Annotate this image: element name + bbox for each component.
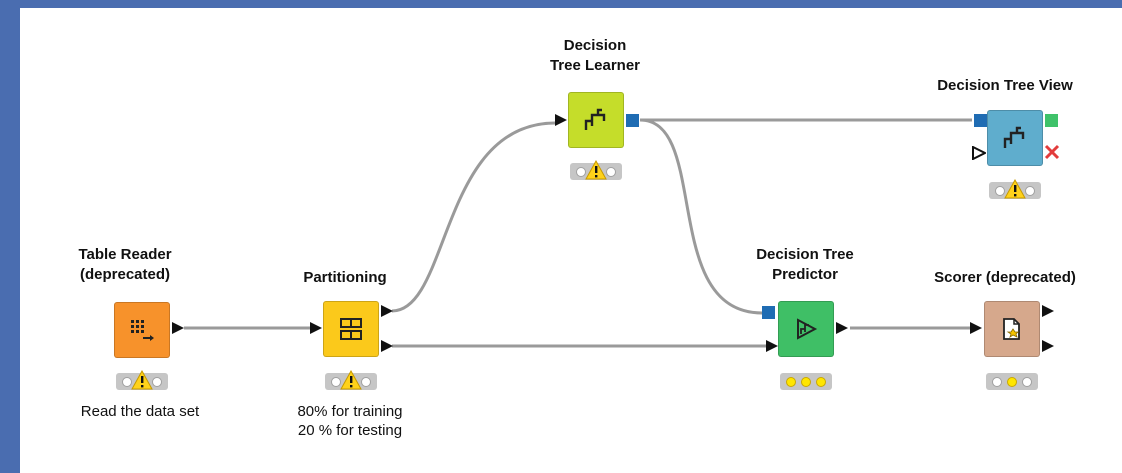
- scorer-input-port[interactable]: [970, 322, 982, 334]
- table-read-icon: [131, 320, 154, 341]
- warning-icon: [1004, 179, 1026, 199]
- partitioning-output-port-2[interactable]: [381, 340, 393, 352]
- table-reader-node[interactable]: [114, 302, 170, 358]
- decision-tree-view-node[interactable]: [987, 110, 1043, 166]
- partitioning-input-port[interactable]: [310, 322, 322, 334]
- wire-learner-predictor: [639, 118, 763, 315]
- status-light: [816, 376, 827, 387]
- status-light: [1022, 376, 1033, 387]
- status-light: [800, 376, 811, 387]
- dt-predictor-data-input-port[interactable]: [766, 340, 778, 352]
- node-note-table-reader: Read the data set: [80, 403, 200, 420]
- decision-tree-learner-node[interactable]: [568, 92, 624, 148]
- partition-icon: [340, 318, 362, 340]
- scorer-status: [986, 373, 1038, 390]
- status-light: [1006, 376, 1017, 387]
- node-note-partitioning: 80% for training 20 % for testing: [297, 403, 403, 439]
- node-title-dt-predictor: Decision Tree Predictor: [756, 246, 854, 283]
- status-light: [361, 376, 372, 387]
- workflow-canvas[interactable]: Table Reader (deprecated) Read the data …: [20, 8, 1122, 473]
- dt-learner-input-port[interactable]: [555, 114, 567, 126]
- status-light: [994, 185, 1005, 196]
- status-light: [606, 166, 617, 177]
- scorer-output-port-2[interactable]: [1042, 340, 1054, 352]
- decision-tree-icon: [584, 108, 606, 130]
- status-light: [991, 376, 1002, 387]
- status-light: [152, 376, 163, 387]
- scorer-output-port-1[interactable]: [1042, 305, 1054, 317]
- dt-view-image-output-port[interactable]: [1045, 114, 1058, 127]
- predictor-icon: [797, 318, 818, 340]
- warning-icon: [131, 370, 153, 390]
- table-reader-output-port[interactable]: [172, 322, 184, 334]
- dt-predictor-output-port[interactable]: [836, 322, 848, 334]
- dt-learner-model-port[interactable]: [626, 114, 639, 127]
- status-light: [121, 376, 132, 387]
- dt-view-data-input-port[interactable]: [972, 146, 986, 160]
- status-light: [785, 376, 796, 387]
- node-title-scorer: Scorer (deprecated): [934, 269, 1076, 286]
- warning-icon: [340, 370, 362, 390]
- decision-tree-icon: [1003, 126, 1025, 148]
- decision-tree-predictor-node[interactable]: [778, 301, 834, 357]
- node-title-dt-learner: Decision Tree Learner: [549, 37, 641, 74]
- status-light: [1025, 185, 1036, 196]
- connection-wires: [184, 118, 972, 348]
- dt-view-model-input-port[interactable]: [974, 114, 987, 127]
- scorer-node[interactable]: [984, 301, 1040, 357]
- status-light: [330, 376, 341, 387]
- node-title-dt-view: Decision Tree View: [937, 77, 1073, 94]
- scorer-icon: [1003, 318, 1020, 340]
- dt-predictor-status: [780, 373, 832, 390]
- node-title-partitioning: Partitioning: [303, 269, 387, 286]
- node-title-table-reader: Table Reader (deprecated): [78, 246, 172, 283]
- warning-icon: [585, 160, 607, 180]
- partitioning-node[interactable]: [323, 301, 379, 357]
- wire-partitioning-learner: [391, 121, 556, 313]
- partitioning-output-port-1[interactable]: [381, 305, 393, 317]
- dt-predictor-model-input-port[interactable]: [762, 306, 775, 319]
- dt-view-inactive-port-icon: [1044, 144, 1060, 160]
- status-light: [575, 166, 586, 177]
